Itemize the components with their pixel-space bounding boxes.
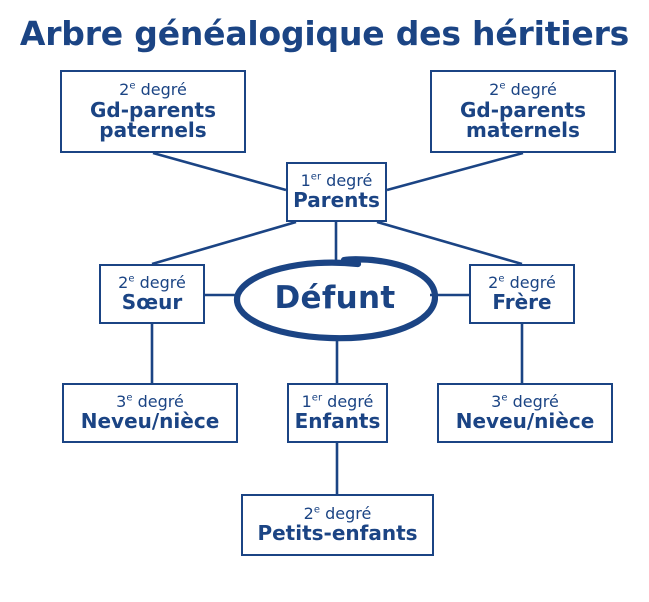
connector-gdparents-paternels-to-parents [152, 151, 287, 192]
node-degree: 3e degré [491, 391, 559, 411]
node-degree: 2e degré [118, 272, 186, 292]
node-label: Gd-parents paternels [90, 97, 216, 143]
node-degree: 1er degré [300, 170, 373, 190]
node-degree: 1er degré [301, 391, 374, 411]
node-degree: 3e degré [116, 391, 184, 411]
node-degree: 2e degré [488, 272, 556, 292]
connector-parents-to-frere [376, 220, 523, 266]
node-label: Neveu/nièce [455, 409, 595, 434]
node-neveu-niece-right[interactable]: 3e degré Neveu/nièce [437, 383, 613, 443]
node-label: Sœur [121, 290, 183, 315]
node-petits-enfants[interactable]: 2e degré Petits-enfants [241, 494, 434, 556]
node-degree: 2e degré [489, 79, 557, 99]
node-parents[interactable]: 1er degré Parents [286, 162, 387, 222]
defunt-label: Défunt [274, 280, 396, 316]
page-title: Arbre généalogique des héritiers [19, 14, 630, 53]
node-label: Petits-enfants [257, 521, 418, 546]
node-label: Gd-parents maternels [460, 97, 586, 143]
node-label: Parents [293, 188, 380, 213]
node-frere[interactable]: 2e degré Frère [469, 264, 575, 324]
node-label: Neveu/nièce [80, 409, 220, 434]
node-defunt[interactable]: Défunt [232, 254, 438, 342]
connector-gdparents-maternels-to-parents [386, 151, 524, 192]
node-neveu-niece-left[interactable]: 3e degré Neveu/nièce [62, 383, 238, 443]
connector-parents-to-soeur [151, 220, 297, 266]
node-label: Frère [492, 290, 552, 315]
node-label: Enfants [294, 409, 381, 434]
node-degree: 2e degré [303, 503, 372, 523]
node-soeur[interactable]: 2e degré Sœur [99, 264, 205, 324]
node-degree: 2e degré [119, 79, 187, 99]
node-gd-parents-paternels[interactable]: 2e degré Gd-parents paternels [60, 70, 246, 153]
node-gd-parents-maternels[interactable]: 2e degré Gd-parents maternels [430, 70, 616, 153]
node-enfants[interactable]: 1er degré Enfants [287, 383, 388, 443]
defunt-ellipse-shape [233, 256, 438, 342]
